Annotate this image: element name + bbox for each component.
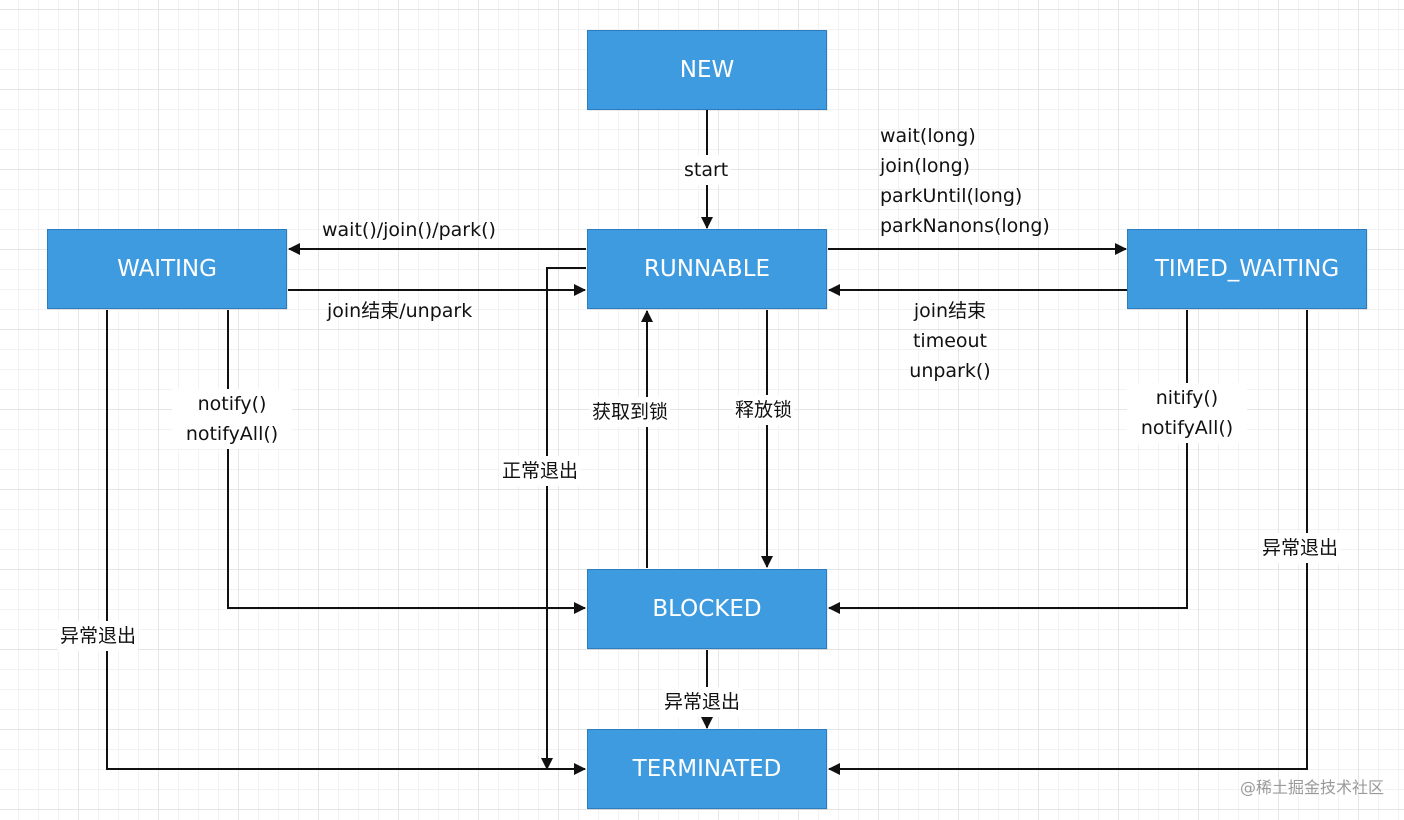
label-to-waiting: wait()/join()/park() (322, 219, 496, 241)
label-abnormal-exit-waiting: 异常退出 (58, 621, 139, 651)
label-to-timed-waiting: wait(long) join(long) parkUntil(long) pa… (880, 121, 1050, 241)
state-waiting: WAITING (47, 229, 287, 309)
state-timed-waiting: TIMED_WAITING (1127, 229, 1367, 309)
label-waiting-notify: notify() notifyAll() (172, 389, 292, 449)
label-timed-waiting-to-runnable: join结束 timeout unpark() (900, 296, 1000, 386)
label-park-nanos: parkNanons(long) (880, 215, 1050, 237)
watermark: @稀土掘金技术社区 (1239, 778, 1384, 797)
label-join-long: join(long) (880, 155, 971, 177)
label-start: start (682, 155, 731, 185)
state-runnable: RUNNABLE (587, 229, 827, 309)
label-notify: notify() (197, 393, 267, 415)
label-join-end: join结束 (913, 300, 987, 322)
label-waiting-to-runnable: join结束/unpark (327, 300, 473, 322)
state-blocked: BLOCKED (587, 569, 827, 649)
arrow-timed-waiting-to-terminated (828, 310, 1308, 775)
label-notify-all-timed: notifyAll() (1140, 417, 1234, 439)
label-normal-exit: 正常退出 (500, 456, 581, 486)
arrow-runnable-to-terminated (541, 267, 586, 770)
label-notify-all: notifyAll() (185, 423, 279, 445)
label-park-until: parkUntil(long) (880, 185, 1023, 207)
state-terminated: TERMINATED (587, 729, 827, 809)
label-release-lock: 释放锁 (733, 395, 795, 425)
label-abnormal-exit-blocked: 异常退出 (662, 687, 743, 717)
label-unpark: unpark() (909, 360, 991, 382)
label-acquire-lock: 获取到锁 (590, 397, 671, 427)
arrow-timed-waiting-to-blocked (828, 310, 1188, 614)
label-nitify: nitify() (1155, 387, 1219, 409)
label-timed-notify: nitify() notifyAll() (1127, 383, 1247, 443)
state-new: NEW (587, 30, 827, 110)
label-timeout: timeout (912, 330, 988, 352)
label-abnormal-exit-timed: 异常退出 (1260, 533, 1341, 563)
arrow-waiting-to-terminated (106, 310, 586, 775)
label-wait-long: wait(long) (880, 125, 976, 147)
